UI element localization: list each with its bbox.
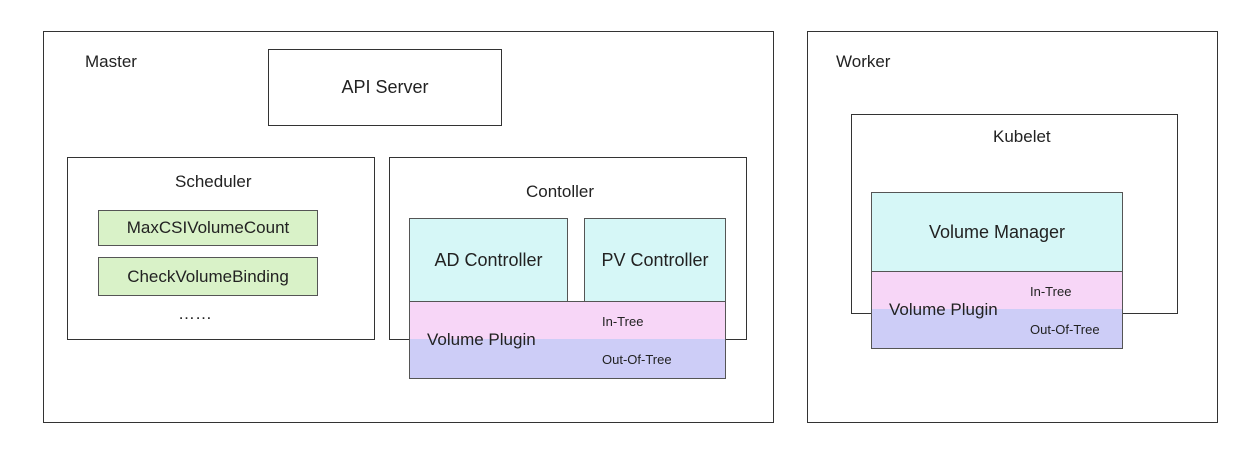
scheduler-more-ellipsis: ……	[178, 304, 212, 323]
scheduler-plugin-maxcsivolumecount: MaxCSIVolumeCount	[98, 210, 318, 246]
scheduler-plugin-checkvolumebinding: CheckVolumeBinding	[98, 257, 318, 296]
scheduler-plugin-label: CheckVolumeBinding	[127, 266, 289, 286]
scheduler-plugin-label: MaxCSIVolumeCount	[126, 218, 290, 237]
ad-controller-label: AD Controller	[434, 249, 543, 270]
in-tree-region	[410, 302, 725, 340]
controller-volume-plugin: Volume Plugin In-Tree Out-Of-Tree	[409, 301, 726, 379]
kubelet-title: Kubelet	[993, 127, 1051, 146]
master-label: Master	[85, 52, 137, 71]
out-of-tree-region	[872, 309, 1122, 348]
api-server-label: API Server	[341, 77, 429, 97]
out-of-tree-label: Out-Of-Tree	[602, 352, 672, 367]
volume-manager-label: Volume Manager	[928, 221, 1066, 242]
in-tree-region	[872, 272, 1122, 310]
in-tree-label: In-Tree	[602, 314, 644, 329]
pv-controller-label: PV Controller	[601, 249, 709, 270]
api-server-box: API Server	[268, 49, 502, 126]
volume-plugin-label: Volume Plugin	[427, 330, 536, 349]
volume-manager-box: Volume Manager	[871, 192, 1123, 272]
out-of-tree-label: Out-Of-Tree	[1030, 322, 1100, 337]
scheduler-title: Scheduler	[175, 172, 252, 191]
volume-plugin-label: Volume Plugin	[889, 300, 998, 319]
ad-controller-box: AD Controller	[409, 218, 568, 302]
controller-title: Contoller	[526, 182, 595, 201]
in-tree-label: In-Tree	[1030, 284, 1072, 299]
pv-controller-box: PV Controller	[584, 218, 726, 302]
scheduler-box	[67, 157, 375, 340]
worker-volume-plugin: Volume Plugin In-Tree Out-Of-Tree	[871, 271, 1123, 349]
worker-label: Worker	[836, 52, 891, 71]
out-of-tree-region	[410, 339, 725, 378]
